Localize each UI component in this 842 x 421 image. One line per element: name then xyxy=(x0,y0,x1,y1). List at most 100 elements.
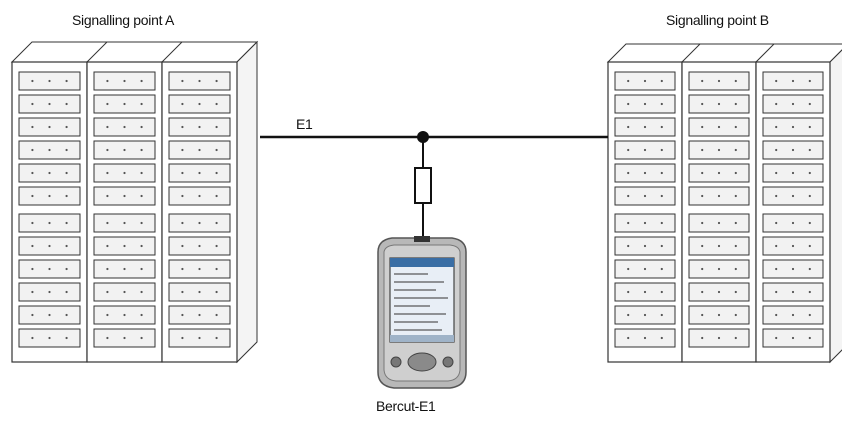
shelf-led xyxy=(701,267,704,271)
shelf-led xyxy=(808,148,811,152)
shelf-led xyxy=(808,194,811,198)
shelf-led xyxy=(627,194,630,198)
shelf-led xyxy=(65,125,68,129)
shelf-led xyxy=(123,148,126,152)
shelf-led xyxy=(775,148,778,152)
shelf-led xyxy=(181,244,184,248)
shelf-led xyxy=(106,267,109,271)
shelf-led xyxy=(775,244,778,248)
shelf-led xyxy=(701,221,704,225)
shelf-led xyxy=(198,148,201,152)
shelf-led xyxy=(181,336,184,340)
pda-icon xyxy=(377,236,467,389)
shelf-led xyxy=(123,290,126,294)
shelf-led xyxy=(65,148,68,152)
shelf-led xyxy=(181,267,184,271)
shelf-led xyxy=(808,336,811,340)
shelf-led xyxy=(106,336,109,340)
shelf-led xyxy=(701,102,704,106)
shelf-led xyxy=(775,221,778,225)
shelf-led xyxy=(215,267,218,271)
shelf-led xyxy=(198,221,201,225)
shelf-led xyxy=(140,267,143,271)
shelf-led xyxy=(140,336,143,340)
shelf-led xyxy=(660,125,663,129)
pda-dpad xyxy=(407,352,437,372)
shelf-led xyxy=(215,290,218,294)
shelf-led xyxy=(775,290,778,294)
shelf-led xyxy=(808,221,811,225)
shelf-led xyxy=(660,148,663,152)
shelf-led xyxy=(627,125,630,129)
rack-top-face xyxy=(606,43,842,63)
shelf-led xyxy=(701,313,704,317)
shelf-led xyxy=(791,244,795,248)
shelf-led xyxy=(106,221,109,225)
shelf-led xyxy=(660,171,663,175)
shelf-led xyxy=(140,290,143,294)
shelf-led xyxy=(808,102,811,106)
shelf-led xyxy=(181,148,184,152)
shelf-led xyxy=(717,290,721,294)
shelf-led xyxy=(106,102,109,106)
shelf-led xyxy=(215,244,218,248)
shelf-led xyxy=(123,244,126,248)
shelf-led xyxy=(65,267,68,271)
shelf-led xyxy=(181,102,184,106)
shelf-led xyxy=(791,171,795,175)
shelf-led xyxy=(48,313,51,317)
shelf-led xyxy=(215,221,218,225)
shelf-led xyxy=(140,194,143,198)
shelf-led xyxy=(123,125,126,129)
shelf-led xyxy=(791,336,795,340)
shelf-led xyxy=(660,102,663,106)
shelf-led xyxy=(643,313,647,317)
shelf-led xyxy=(215,125,218,129)
shelf-led xyxy=(106,194,109,198)
shelf-led xyxy=(734,171,737,175)
shelf-led xyxy=(123,194,126,198)
shelf-led xyxy=(643,102,647,106)
shelf-led xyxy=(717,171,721,175)
shelf-led xyxy=(791,221,795,225)
shelf-led xyxy=(123,313,126,317)
shelf-led xyxy=(31,244,34,248)
shelf-led xyxy=(791,79,795,83)
shelf-led xyxy=(808,79,811,83)
shelf-led xyxy=(198,102,201,106)
shelf-led xyxy=(627,244,630,248)
shelf-led xyxy=(198,290,201,294)
shelf-led xyxy=(65,79,68,83)
shelf-led xyxy=(717,221,721,225)
shelf-led xyxy=(627,313,630,317)
shelf-led xyxy=(717,244,721,248)
rack-side-face xyxy=(236,40,258,364)
shelf-led xyxy=(660,221,663,225)
shelf-led xyxy=(701,194,704,198)
shelf-led xyxy=(65,102,68,106)
shelf-led xyxy=(31,148,34,152)
tap-connector-icon xyxy=(414,131,432,240)
shelf-led xyxy=(140,125,143,129)
shelf-led xyxy=(140,79,143,83)
shelf-led xyxy=(48,148,51,152)
shelf-led xyxy=(123,267,126,271)
shelf-led xyxy=(31,313,34,317)
rack-side-face xyxy=(829,49,842,364)
shelf-led xyxy=(660,336,663,340)
shelf-led xyxy=(643,125,647,129)
shelf-led xyxy=(791,290,795,294)
shelf-led xyxy=(31,171,34,175)
shelf-led xyxy=(106,125,109,129)
shelf-led xyxy=(627,221,630,225)
shelf-led xyxy=(627,336,630,340)
shelf-led xyxy=(215,148,218,152)
shelf-led xyxy=(808,290,811,294)
shelf-led xyxy=(215,336,218,340)
shelf-led xyxy=(734,102,737,106)
shelf-led xyxy=(140,102,143,106)
shelf-led xyxy=(660,79,663,83)
signalling-point-a-rack xyxy=(10,40,259,364)
shelf-led xyxy=(734,221,737,225)
